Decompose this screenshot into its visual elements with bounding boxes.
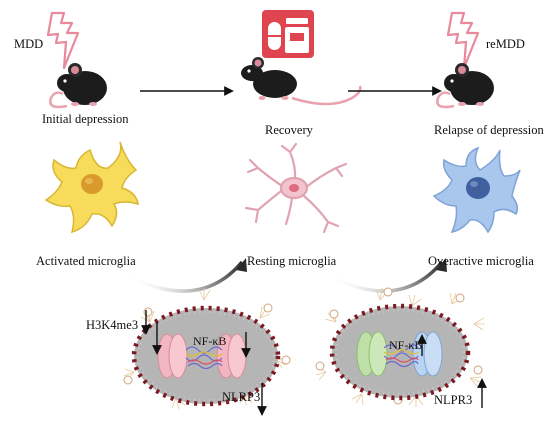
mdd-label: MDD <box>14 37 44 51</box>
mouse-icon <box>49 63 107 109</box>
activated-microglia-label: Activated microglia <box>36 254 136 268</box>
nlpr3-label: NLPR3 <box>434 393 473 407</box>
nlrp3-label: NLRP3 <box>222 390 261 404</box>
h3k4me3-label: H3K4me3 <box>86 318 139 332</box>
nfkb-label-left: NF-κB <box>193 334 227 348</box>
microglia-icon <box>244 142 348 234</box>
medicine-icon <box>262 10 314 58</box>
overactive-microglia-label: Overactive microglia <box>428 254 534 268</box>
lightning-icon <box>46 11 80 70</box>
microglia-icon <box>432 146 521 234</box>
initial-depression-label: Initial depression <box>42 112 129 126</box>
arrow-icon <box>436 258 447 272</box>
mouse-icon <box>436 63 494 109</box>
arrow-icon <box>236 258 247 272</box>
arrow-icon <box>329 260 444 293</box>
microglia-icon <box>44 141 139 234</box>
arrow-icon <box>127 260 244 293</box>
nfkb-label-right: NF-κB <box>389 338 423 352</box>
remdd-label: reMDD <box>486 37 525 51</box>
relapse-label: Relapse of depression <box>434 123 544 137</box>
recovery-label: Recovery <box>265 123 313 137</box>
lightning-icon <box>446 11 480 70</box>
mouse-icon <box>241 57 362 106</box>
resting-microglia-label: Resting microglia <box>247 254 337 268</box>
nucleus-icon <box>123 288 291 410</box>
